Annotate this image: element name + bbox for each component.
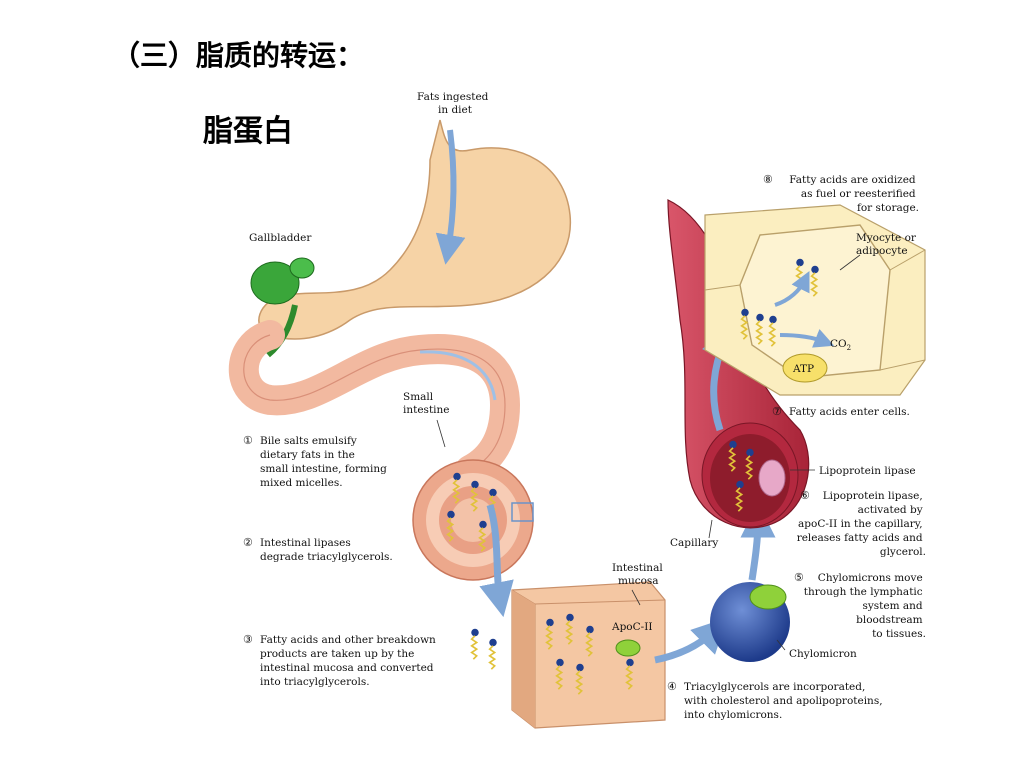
- step-3-text: ③ Fatty acids and other breakdown produc…: [243, 633, 439, 688]
- label-atp: ATP: [792, 363, 814, 375]
- label-apoc2: ApoC-II: [611, 621, 653, 633]
- food-arrow: [435, 129, 466, 265]
- label-co2: CO2: [830, 338, 851, 352]
- label-capillary: Capillary: [670, 537, 718, 549]
- chylomicron-particle: [710, 502, 790, 662]
- label-fats-ingested: Fats ingested in diet: [417, 91, 492, 116]
- label-gallbladder: Gallbladder: [249, 232, 312, 244]
- step-2-text: ② Intestinal lipases degrade triacylglyc…: [243, 536, 393, 563]
- step-6-num: ⑥: [800, 489, 810, 502]
- step-1-text: ① Bile salts emulsify dietary fats in th…: [243, 434, 390, 489]
- stomach: [258, 119, 572, 340]
- label-intestinal-mucosa: Intestinal mucosa: [612, 562, 666, 587]
- step-5-num: ⑤: [794, 571, 804, 584]
- label-lipoprotein-lipase: Lipoprotein lipase: [819, 465, 916, 477]
- step-7-text: ⑦ Fatty acids enter cells.: [772, 405, 910, 418]
- small-intestine: [228, 320, 534, 618]
- target-cell: [704, 204, 926, 396]
- step-8-text: Fatty acids are oxidized as fuel or rees…: [789, 174, 919, 214]
- step-8-num: ⑧: [763, 173, 773, 186]
- slide-title: （三）脂质的转运：: [112, 39, 365, 72]
- slide-subtitle: 脂蛋白: [203, 114, 293, 149]
- label-myocyte: Myocyte or adipocyte: [856, 232, 919, 257]
- step-4-text: ④ Triacylglycerols are incorporated, wit…: [667, 680, 886, 721]
- intestinal-mucosa-block: [470, 581, 728, 729]
- label-small-intestine: Small intestine: [403, 391, 450, 416]
- leader-lines: [436, 254, 861, 651]
- step-5-text: Chylomicrons move through the lymphatic …: [804, 572, 926, 640]
- label-chylomicron: Chylomicron: [789, 648, 857, 660]
- step-6-text: Lipoprotein lipase, activated by apoC-II…: [797, 490, 926, 558]
